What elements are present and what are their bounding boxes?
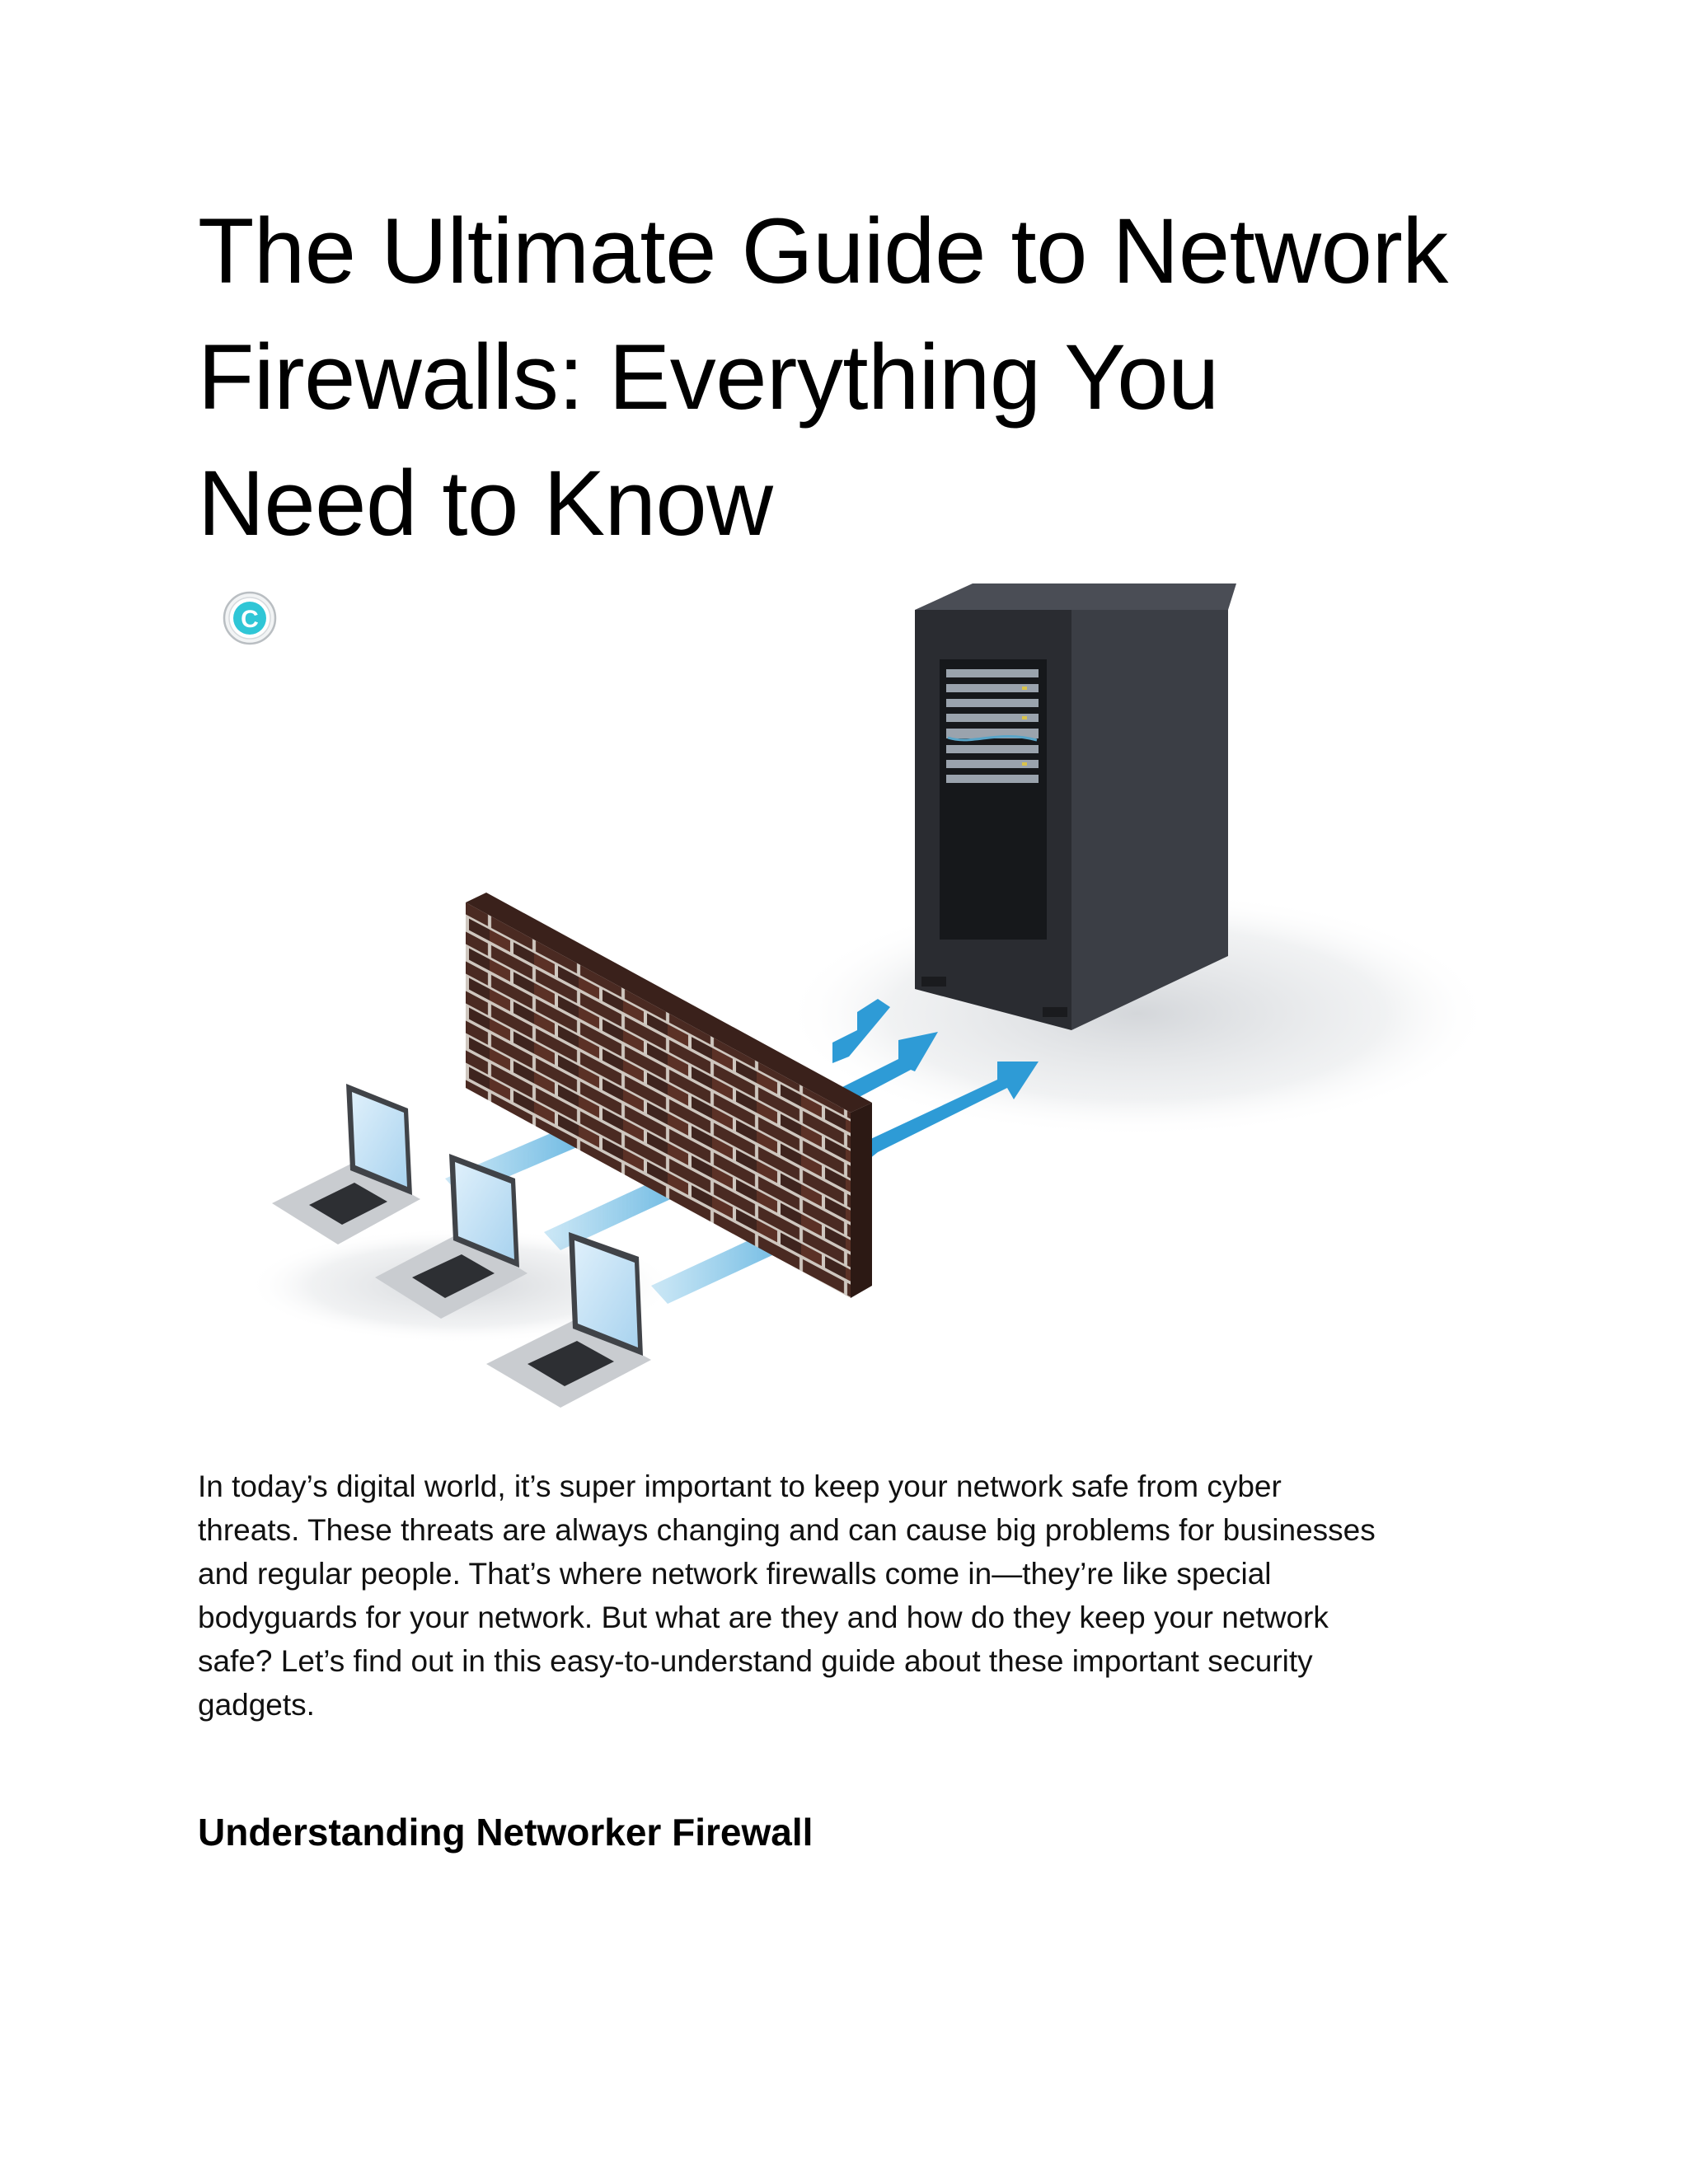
title-line: The Ultimate Guide to Network — [198, 199, 1448, 302]
paragraph-line: and regular people. That’s where network… — [198, 1557, 1272, 1591]
laptop-icon — [272, 1084, 420, 1244]
laptop-icon — [486, 1232, 651, 1408]
paragraph-line: gadgets. — [198, 1688, 315, 1722]
brand-logo-icon: C — [223, 591, 277, 645]
paragraph-line: safe? Let’s find out in this easy-to-und… — [198, 1644, 1313, 1678]
title-line: Firewalls: Everything You — [198, 326, 1219, 429]
article-title: The Ultimate Guide to Network Firewalls:… — [198, 188, 1533, 566]
server-rack-icon — [915, 583, 1236, 1030]
laptop-icon — [375, 1154, 528, 1319]
firewall-illustration — [247, 583, 1492, 1408]
paragraph-line: In today’s digital world, it’s super imp… — [198, 1469, 1282, 1503]
arrow-icon — [832, 999, 1039, 1162]
title-line: Need to Know — [198, 452, 773, 555]
paragraph-line: threats. These threats are always changi… — [198, 1513, 1376, 1547]
svg-text:C: C — [241, 606, 259, 633]
section-heading: Understanding Networker Firewall — [198, 1811, 814, 1854]
brick-wall-icon — [466, 893, 872, 1298]
intro-paragraph: In today’s digital world, it’s super imp… — [198, 1465, 1484, 1727]
paragraph-line: bodyguards for your network. But what ar… — [198, 1601, 1329, 1634]
